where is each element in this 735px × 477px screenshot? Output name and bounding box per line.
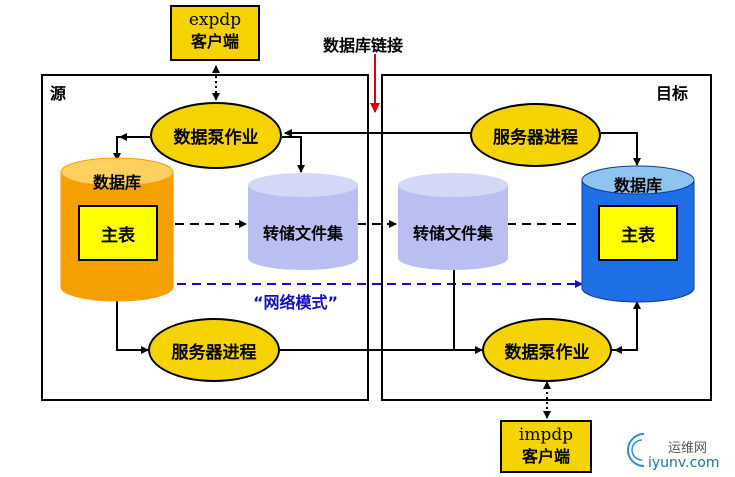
source-dump-cylinder (248, 173, 358, 270)
pump-to-db-link (113, 136, 150, 161)
target-master-table: 主表 (598, 205, 678, 261)
source-pump-job: 数据泵作业 (150, 102, 282, 169)
target-server-to-db (601, 132, 641, 166)
watermark-name: 运维网 (668, 441, 708, 456)
impdp-client: impdp 客户端 (500, 420, 592, 473)
impdp-client-name: impdp (518, 425, 574, 445)
source-master-table: 主表 (78, 205, 158, 261)
db-link-label: 数据库链接 (323, 36, 404, 55)
target-pump-job: 数据泵作业 (482, 318, 612, 382)
target-server-process: 服务器进程 (470, 103, 601, 167)
source-server-process: 服务器进程 (148, 318, 280, 382)
watermark-logo-icon (627, 433, 645, 467)
target-dump-cylinder (398, 173, 508, 270)
pump-to-dump-link (282, 136, 305, 173)
expdp-client: expdp 客户端 (170, 5, 260, 61)
target-dump-file-set-label: 转储文件集 (412, 224, 493, 243)
network-mode-label: “网络模式” (253, 293, 339, 312)
db-to-server-link (116, 300, 149, 354)
watermark-domain: iyunv.com (648, 455, 720, 471)
source-panel-label: 源 (50, 84, 67, 103)
source-database-label: 数据库 (92, 173, 141, 192)
expdp-client-label: 客户端 (190, 32, 239, 51)
target-pump-to-db (612, 301, 641, 351)
target-database-label: 数据库 (613, 176, 662, 195)
expdp-client-name: expdp (188, 10, 242, 30)
target-panel-label: 目标 (656, 84, 689, 103)
impdp-client-label: 客户端 (521, 447, 570, 466)
source-dump-file-set-label: 转储文件集 (262, 224, 343, 243)
